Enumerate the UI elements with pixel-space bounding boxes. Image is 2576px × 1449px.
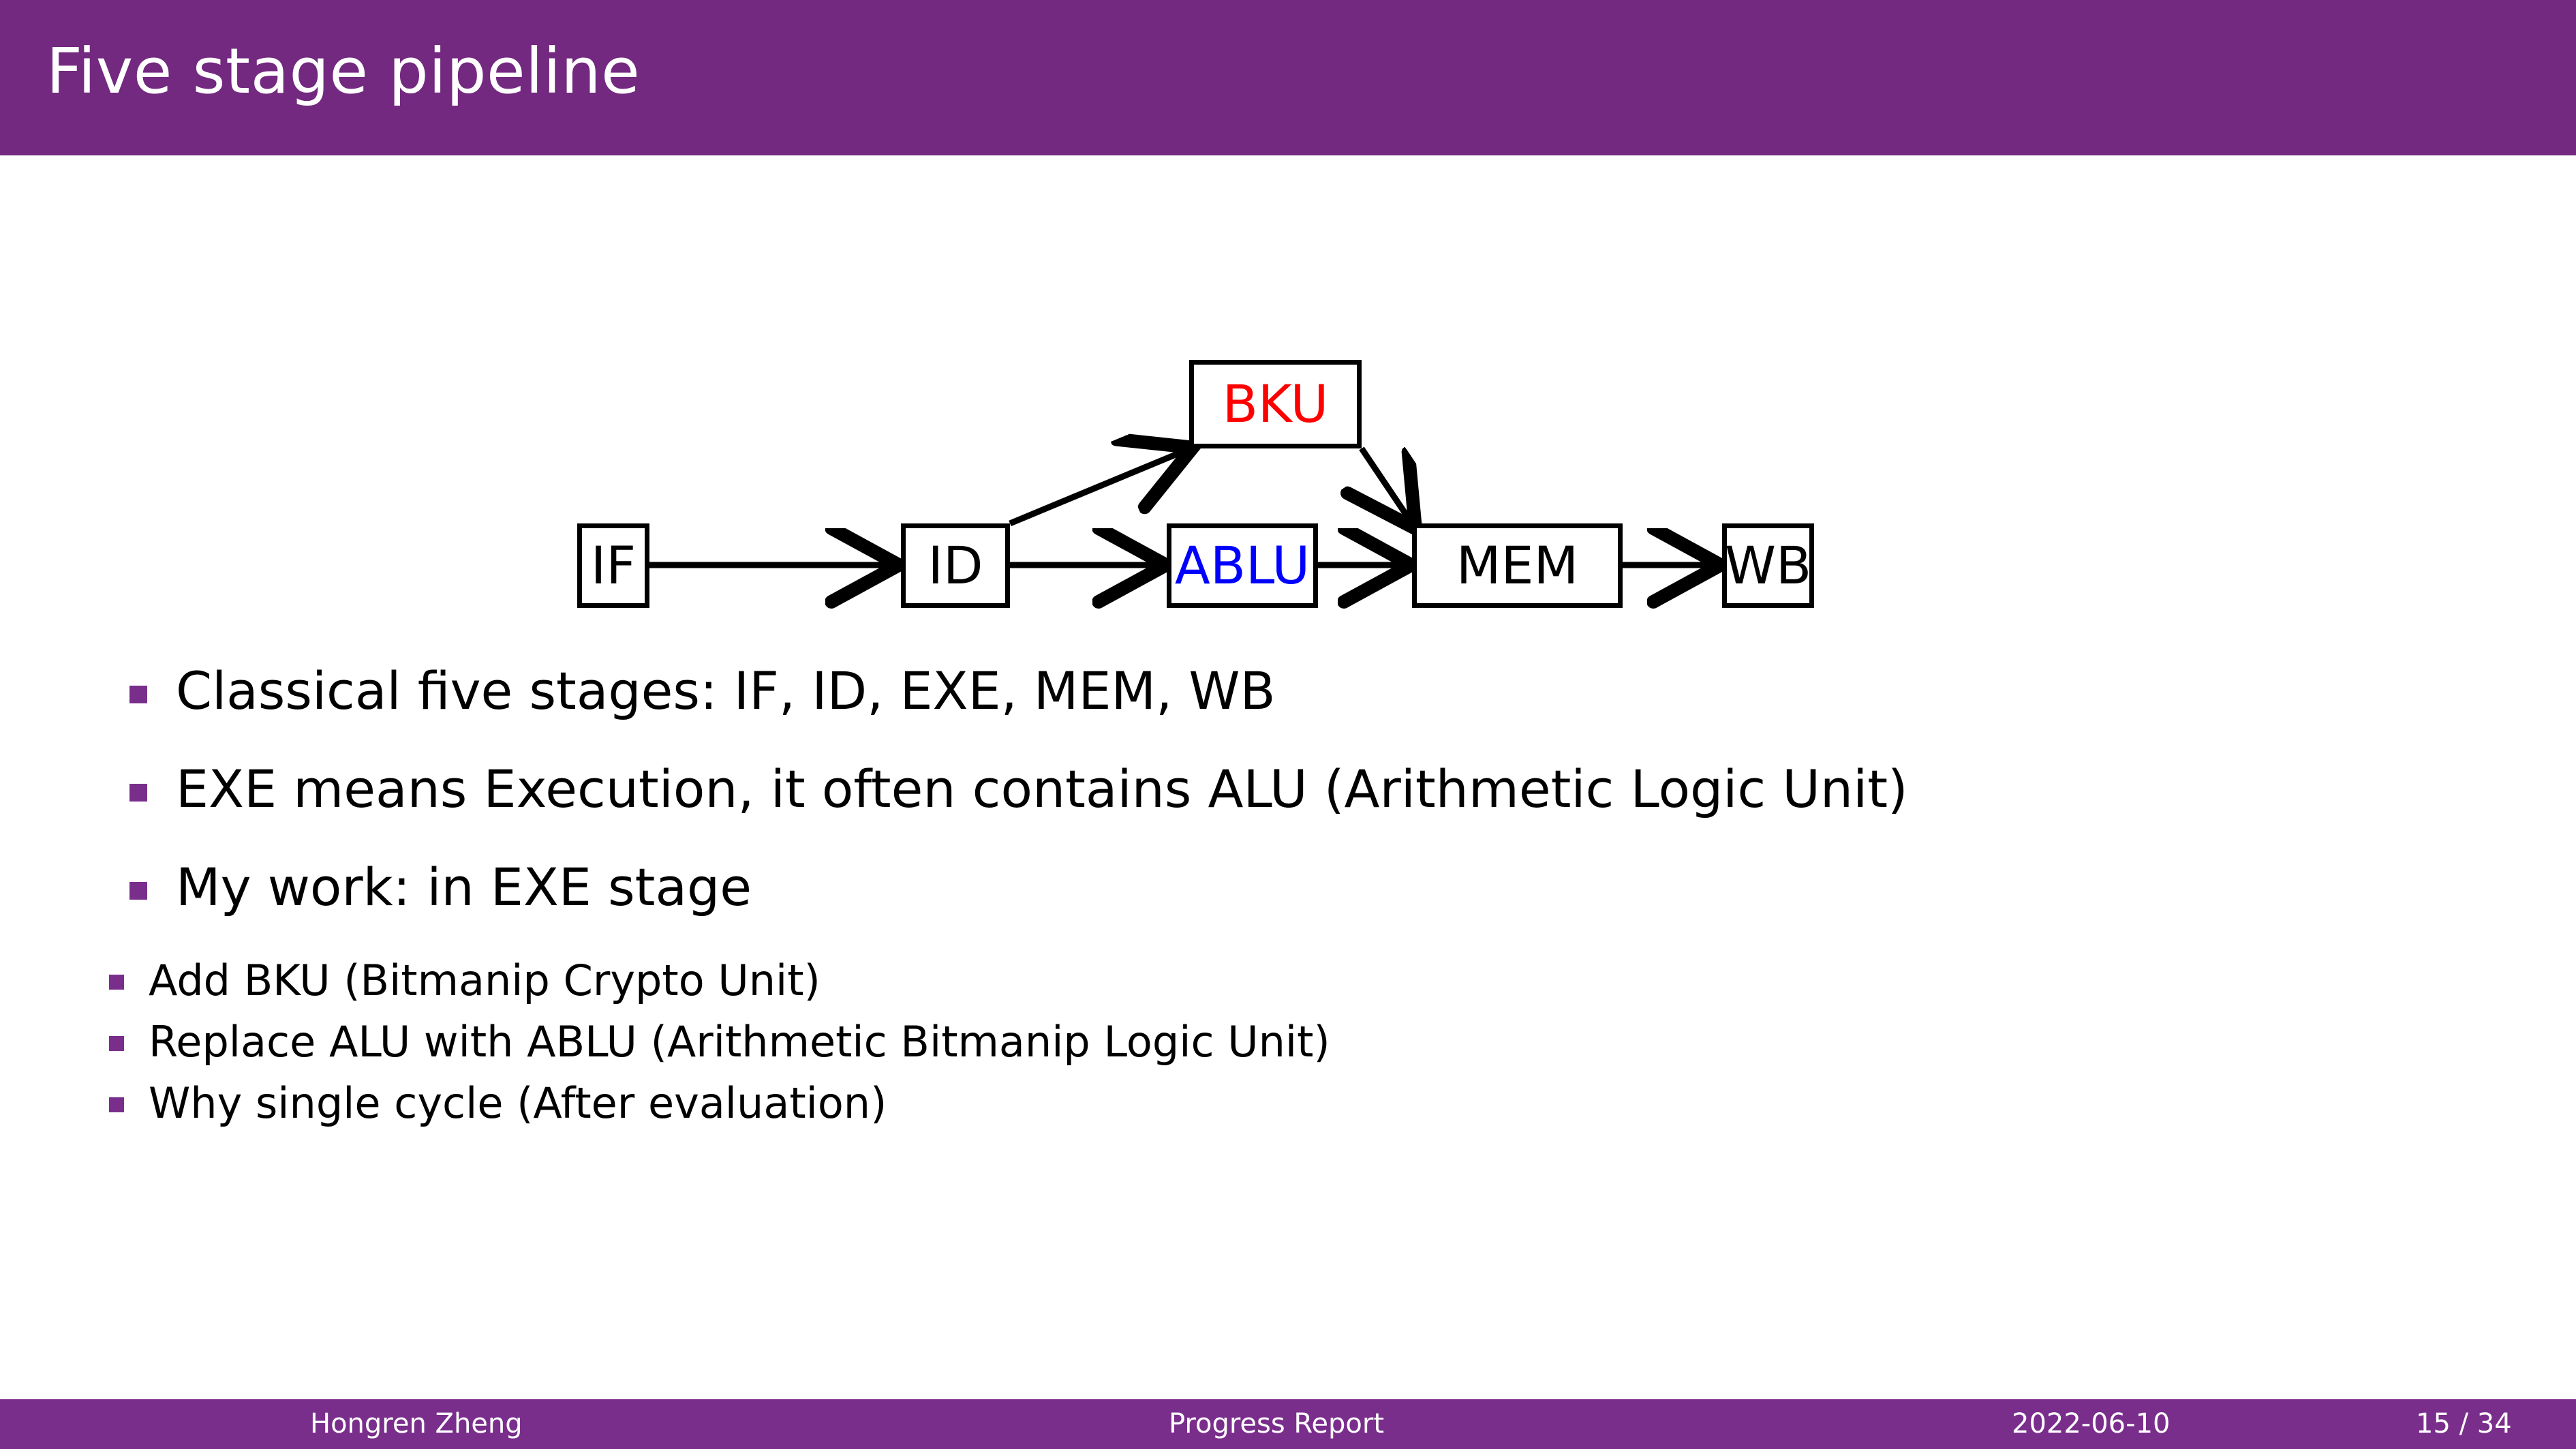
bullet-square-icon bbox=[129, 784, 147, 802]
slide-title-bar: Five stage pipeline bbox=[0, 0, 2576, 155]
bullet-item: Classical five stages: IF, ID, EXE, MEM,… bbox=[129, 660, 2576, 722]
bullet-text: Classical five stages: IF, ID, EXE, MEM,… bbox=[176, 660, 1276, 721]
pipeline-node-wb[interactable]: WB bbox=[1722, 523, 1814, 608]
pipeline-node-if-label: IF bbox=[590, 535, 637, 596]
sub-bullet-list: Add BKU (Bitmanip Crypto Unit) Replace A… bbox=[109, 954, 2576, 1130]
pipeline-diagram: IF ID BKU ABLU MEM WB bbox=[0, 155, 2576, 632]
sub-bullet-item: Why single cycle (After evaluation) bbox=[109, 1077, 2576, 1130]
slide-content: IF ID BKU ABLU MEM WB Classical five sta… bbox=[0, 155, 2576, 1399]
footer-date: 2022-06-10 bbox=[2012, 1408, 2171, 1439]
footer-page-number: 15 / 34 bbox=[2416, 1408, 2512, 1439]
bullet-square-icon bbox=[129, 686, 147, 703]
footer-author: Hongren Zheng bbox=[310, 1408, 523, 1439]
pipeline-node-bku[interactable]: BKU bbox=[1189, 360, 1362, 448]
sub-bullet-item: Add BKU (Bitmanip Crypto Unit) bbox=[109, 954, 2576, 1007]
sub-bullet-text: Add BKU (Bitmanip Crypto Unit) bbox=[149, 956, 821, 1005]
pipeline-node-ablu[interactable]: ABLU bbox=[1167, 523, 1318, 608]
pipeline-node-mem-label: MEM bbox=[1456, 535, 1579, 596]
pipeline-node-mem[interactable]: MEM bbox=[1412, 523, 1623, 608]
pipeline-node-ablu-label: ABLU bbox=[1174, 535, 1310, 596]
edge-bku-to-mem bbox=[1362, 446, 1412, 523]
footer-presentation-title: Progress Report bbox=[1169, 1408, 1385, 1439]
page-title: Five stage pipeline bbox=[46, 35, 641, 108]
bullet-item: My work: in EXE stage bbox=[129, 856, 2576, 919]
edge-id-to-bku bbox=[1009, 450, 1187, 527]
bullet-square-icon bbox=[129, 882, 147, 900]
bullet-square-icon bbox=[109, 1097, 124, 1112]
sub-bullet-text: Why single cycle (After evaluation) bbox=[149, 1078, 887, 1128]
pipeline-edges bbox=[649, 155, 2576, 632]
bullet-list: Classical five stages: IF, ID, EXE, MEM,… bbox=[0, 660, 2576, 1138]
pipeline-node-wb-label: WB bbox=[1724, 535, 1812, 596]
slide-footer: Hongren Zheng Progress Report 2022-06-10… bbox=[0, 1399, 2576, 1449]
bullet-square-icon bbox=[109, 1036, 124, 1051]
pipeline-node-id-label: ID bbox=[927, 535, 983, 596]
pipeline-node-id[interactable]: ID bbox=[901, 523, 1010, 608]
bullet-item: EXE means Execution, it often contains A… bbox=[129, 758, 2576, 821]
pipeline-node-if[interactable]: IF bbox=[577, 523, 649, 608]
pipeline-node-bku-label: BKU bbox=[1222, 373, 1329, 434]
bullet-text: My work: in EXE stage bbox=[176, 857, 752, 917]
bullet-square-icon bbox=[109, 975, 124, 990]
sub-bullet-text: Replace ALU with ABLU (Arithmetic Bitman… bbox=[149, 1017, 1330, 1067]
sub-bullet-item: Replace ALU with ABLU (Arithmetic Bitman… bbox=[109, 1016, 2576, 1069]
bullet-text: EXE means Execution, it often contains A… bbox=[176, 759, 1908, 819]
